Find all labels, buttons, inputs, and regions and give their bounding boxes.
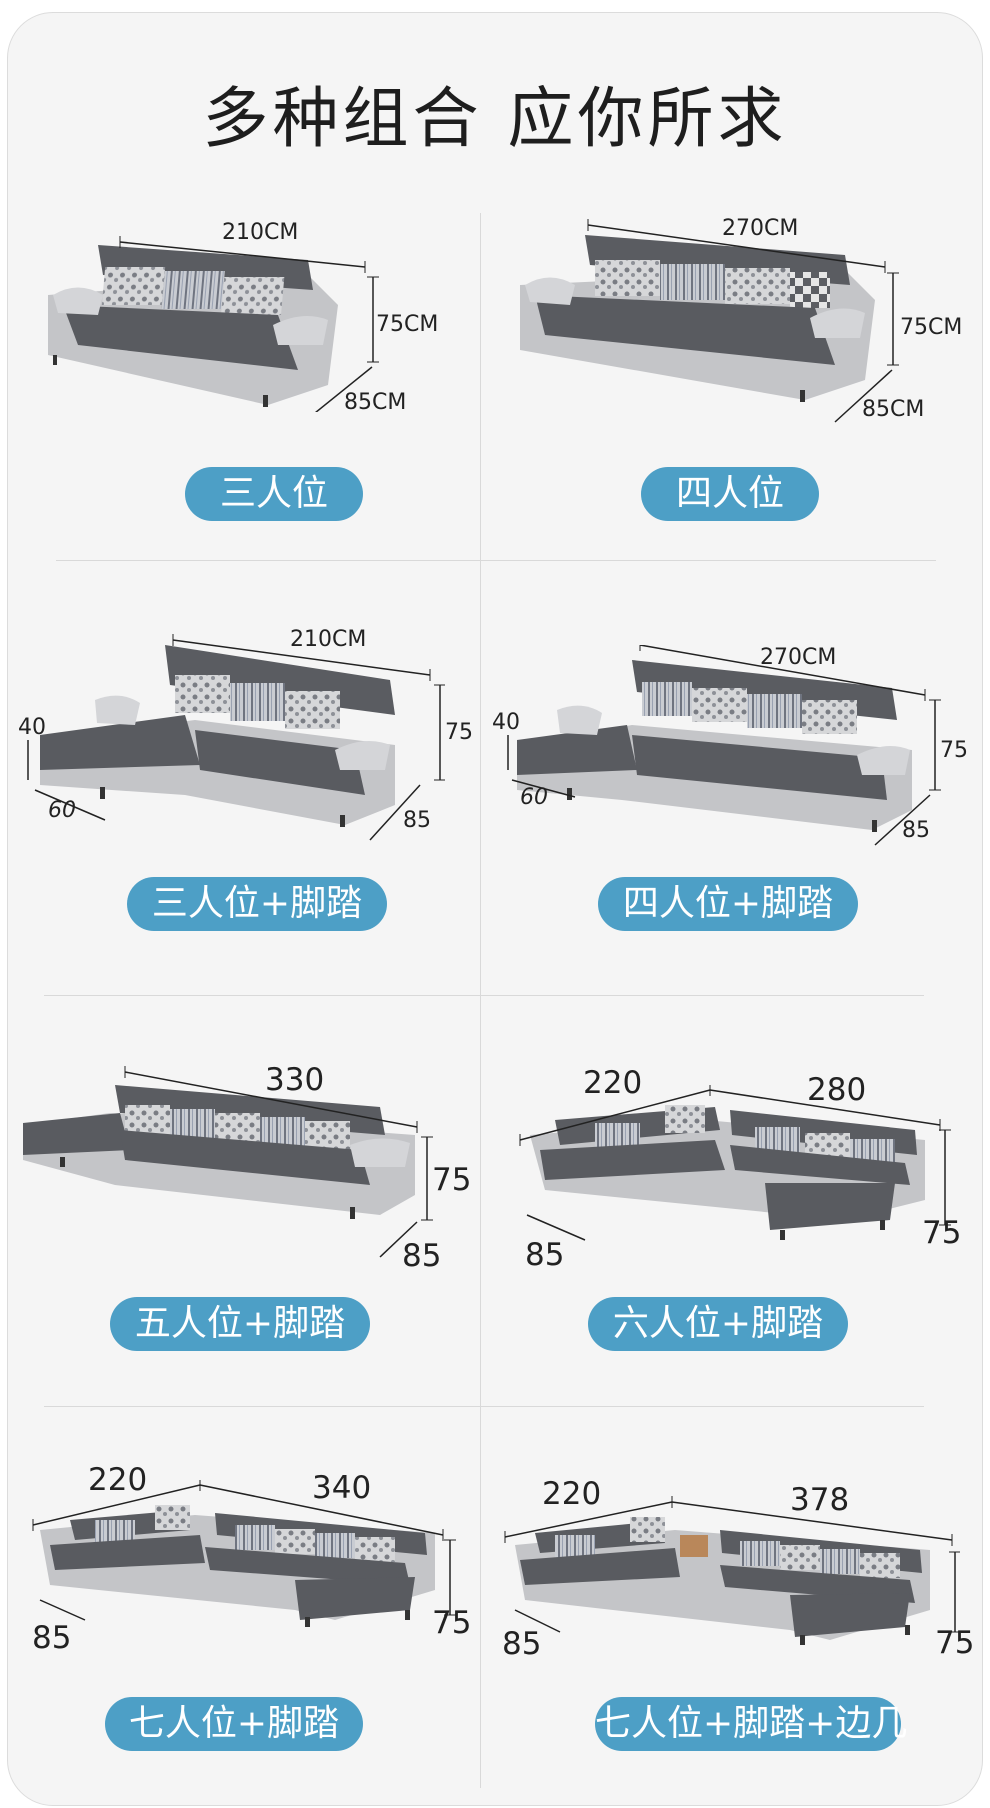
depth-label: 85 (525, 1237, 565, 1273)
width-label: 210CM (222, 220, 299, 245)
ottoman-height-label: 40 (18, 715, 46, 740)
four-seat-sofa-image (520, 235, 875, 402)
height-label: 75CM (900, 315, 963, 340)
six-seat-with-ottoman-image (530, 1105, 925, 1240)
width-label-a: 220 (583, 1065, 643, 1101)
row-divider (56, 560, 936, 561)
depth-label: 85 (403, 808, 431, 833)
row-divider (44, 1406, 924, 1407)
three-seat-sofa-image (48, 245, 338, 407)
height-label: 75 (445, 720, 473, 745)
option-button-five-seat-ottoman[interactable]: 五人位+脚踏 (110, 1297, 370, 1351)
seven-seat-with-ottoman-image (40, 1505, 435, 1627)
depth-label: 85 (502, 1626, 542, 1662)
width-label: 270CM (722, 216, 799, 241)
option-button-seven-seat-ottoman[interactable]: 七人位+脚踏 (105, 1697, 363, 1751)
width-label: 330 (265, 1062, 325, 1098)
depth-label: 85CM (862, 397, 925, 422)
depth-label: 85 (32, 1620, 72, 1656)
dimension-lines (32, 1480, 456, 1621)
depth-label: 85 (902, 818, 930, 843)
column-divider (480, 213, 481, 1788)
four-seat-with-ottoman-image (517, 660, 912, 832)
page-title: 多种组合 应你所求 (202, 80, 788, 157)
dimension-lines (504, 1496, 960, 1633)
option-button-three-seat-ottoman[interactable]: 三人位+脚踏 (127, 877, 387, 931)
dimension-lines (519, 1085, 951, 1241)
width-label: 210CM (290, 627, 367, 652)
height-label: 75 (922, 1215, 962, 1251)
dimension-lines (587, 219, 899, 423)
row-divider (44, 995, 924, 996)
height-label: 75 (935, 1625, 975, 1661)
option-button-seven-seat-ottoman-side-table[interactable]: 七人位+脚踏+边几 (595, 1697, 907, 1751)
height-label: 75 (432, 1605, 472, 1641)
depth-label: 85CM (344, 390, 407, 415)
three-seat-with-ottoman-image (40, 645, 395, 827)
dimension-lines (124, 1066, 433, 1258)
ottoman-height-label: 40 (492, 710, 520, 735)
option-button-four-seat[interactable]: 四人位 (641, 467, 819, 521)
height-label: 75CM (376, 312, 439, 337)
ottoman-depth-label: 60 (520, 785, 548, 810)
dimension-lines (507, 645, 941, 846)
five-seat-with-ottoman-image (23, 1085, 415, 1219)
depth-label: 85 (402, 1238, 442, 1274)
dimension-lines (27, 634, 445, 841)
width-label-a: 220 (542, 1476, 602, 1512)
ottoman-depth-label: 60 (48, 798, 76, 823)
option-button-six-seat-ottoman[interactable]: 六人位+脚踏 (588, 1297, 848, 1351)
width-label: 270CM (760, 645, 837, 670)
width-label-b: 378 (790, 1482, 850, 1518)
width-label-b: 280 (807, 1072, 867, 1108)
option-button-three-seat[interactable]: 三人位 (185, 467, 363, 521)
height-label: 75 (940, 738, 968, 763)
width-label-b: 340 (312, 1470, 372, 1506)
height-label: 75 (432, 1162, 472, 1198)
seven-seat-ottoman-side-table-image (515, 1517, 930, 1645)
option-button-four-seat-ottoman[interactable]: 四人位+脚踏 (598, 877, 858, 931)
dimension-lines (119, 236, 379, 412)
width-label-a: 220 (88, 1462, 148, 1498)
